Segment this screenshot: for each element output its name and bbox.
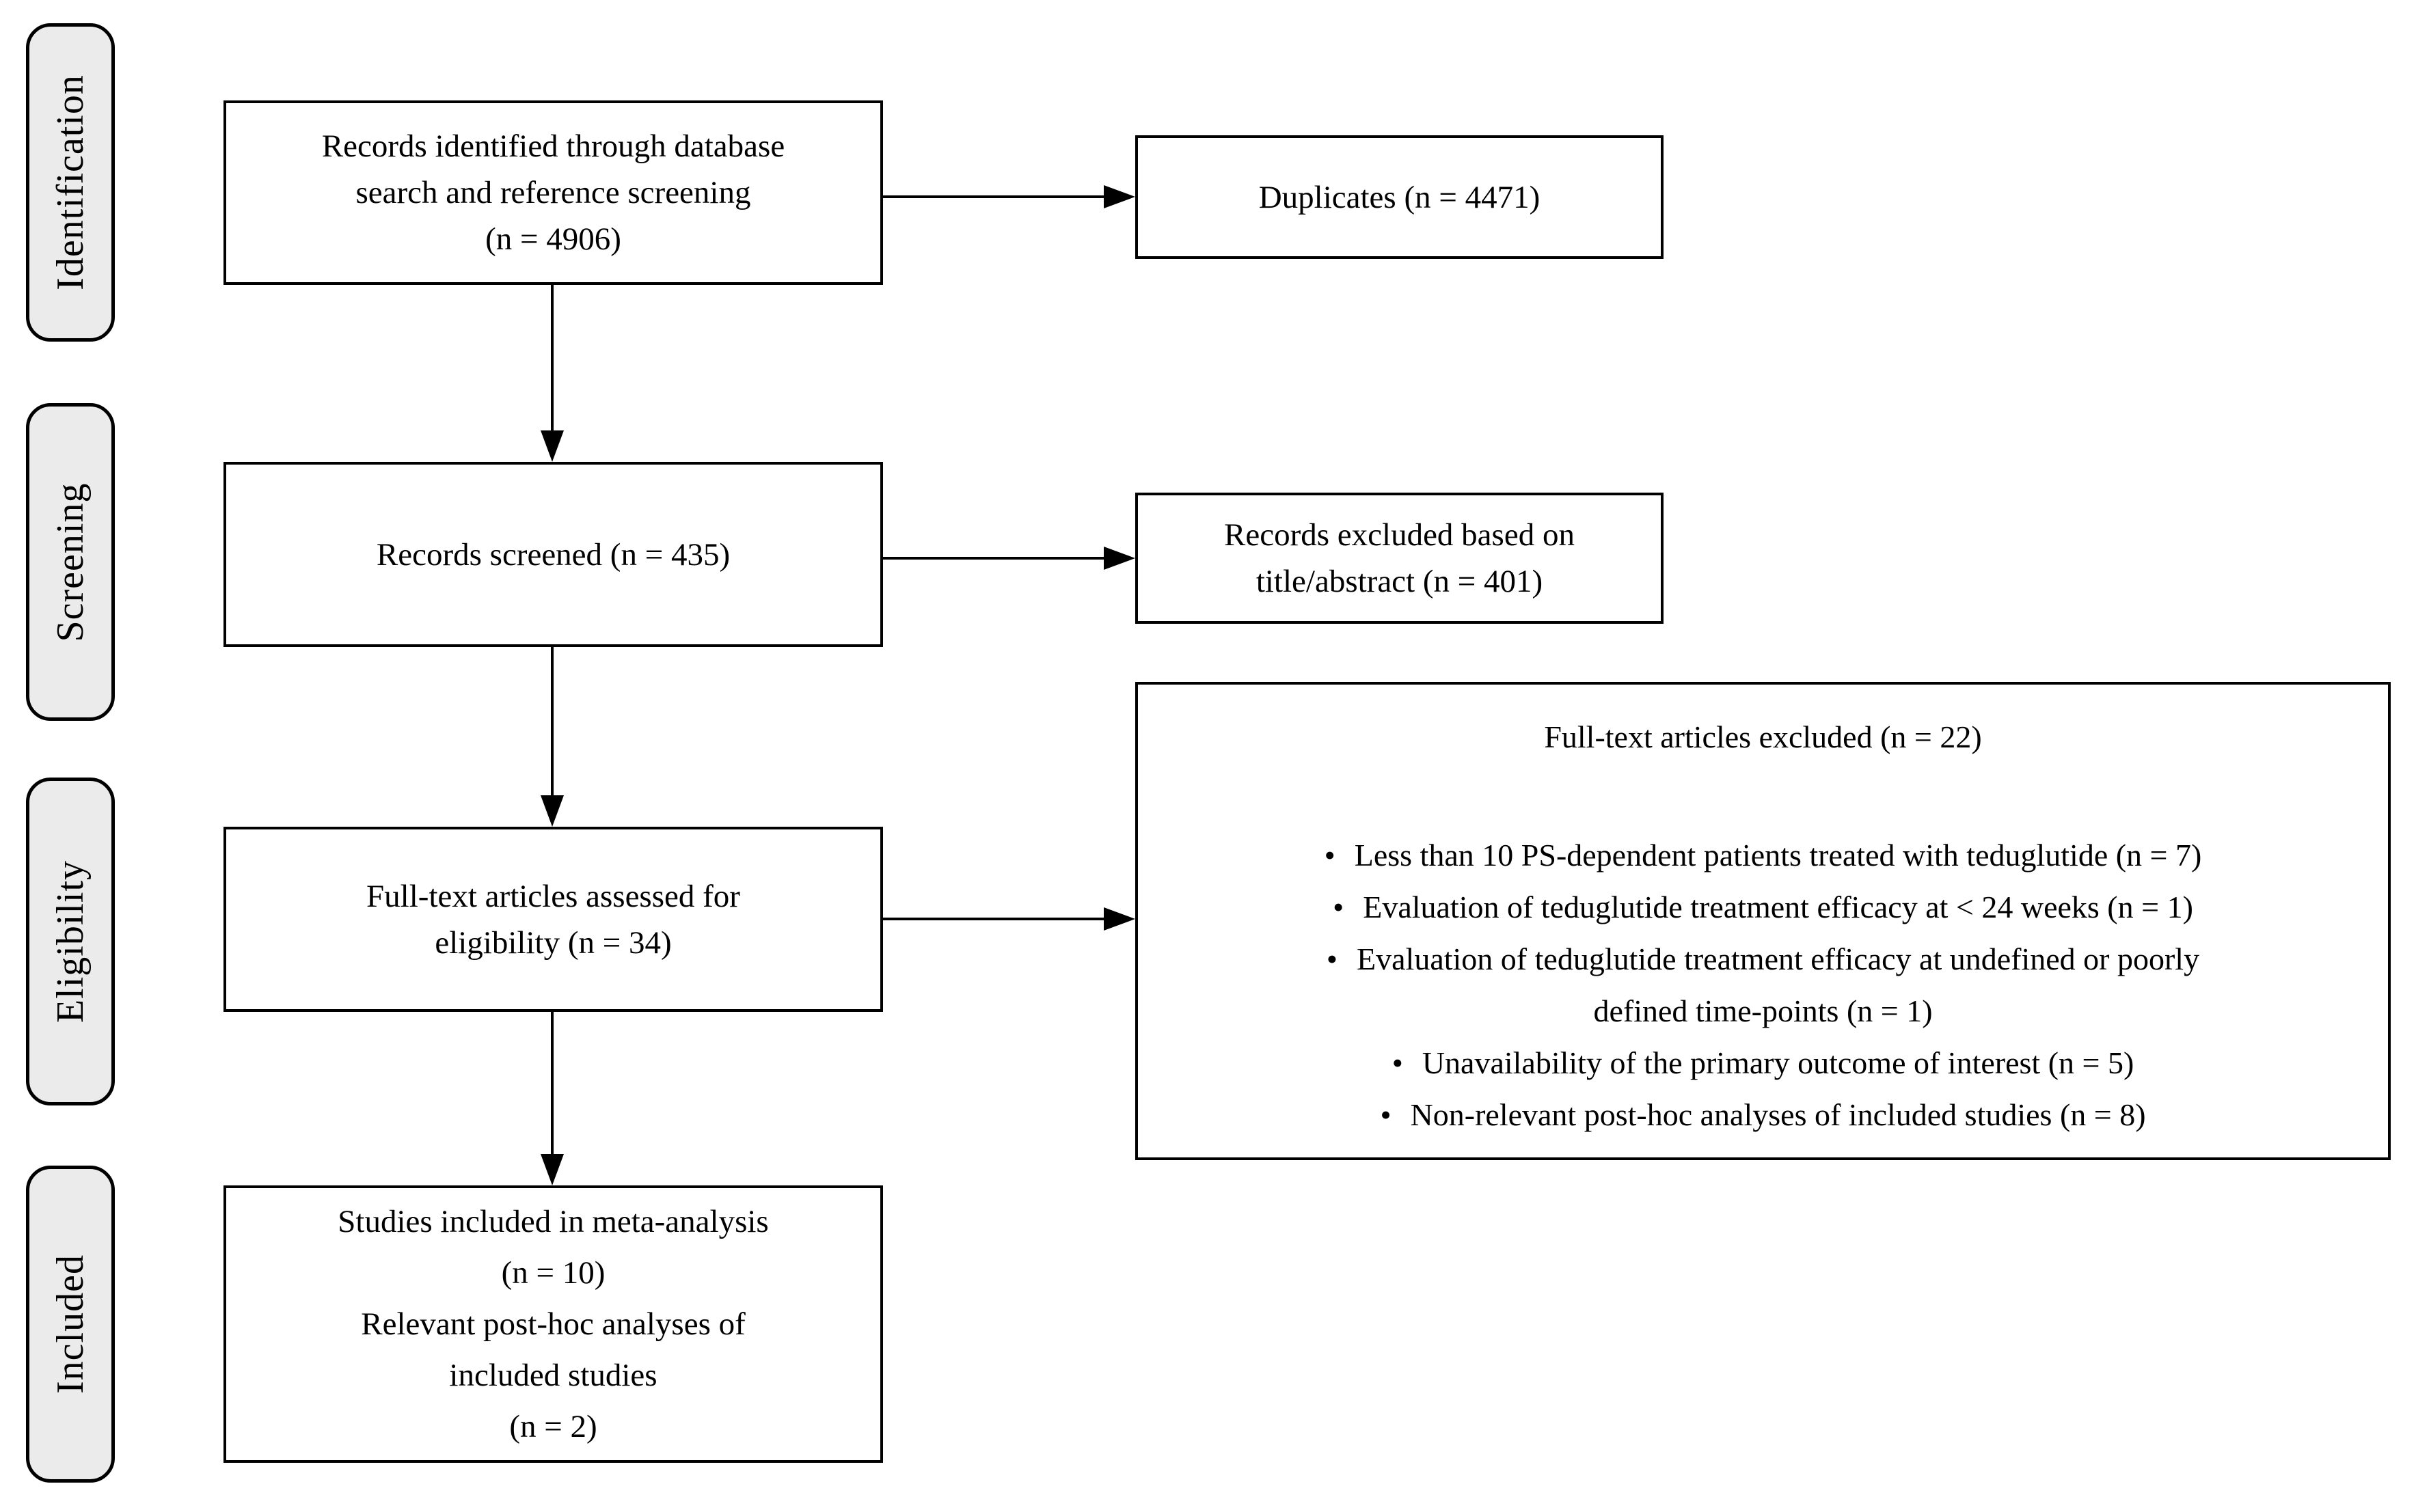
arrow-head [541, 795, 564, 827]
text-line: (n = 4906) [485, 221, 621, 257]
arrow-shaft [551, 647, 554, 795]
bullet-item: • Unavailability of the primary outcome o… [1392, 1037, 2134, 1089]
text-line: eligibility (n = 34) [435, 924, 672, 961]
stage-identification-label: Identification [49, 74, 92, 290]
box-records-excluded-title-abstract: Records excluded based on title/abstract… [1135, 493, 1664, 624]
box-records-identified: Records identified through database sear… [223, 100, 883, 285]
text-line: Relevant post-hoc analyses of [361, 1306, 746, 1342]
stage-identification: Identification [26, 23, 115, 342]
bullet-item-continuation: defined time-points (n = 1) [1593, 985, 1932, 1037]
bullet-item: • Evaluation of teduglutide treatment eff… [1333, 881, 2193, 933]
text-line: Records identified through database [321, 128, 785, 164]
box-studies-included: Studies included in meta-analysis (n = 1… [223, 1185, 883, 1463]
text-line: (n = 2) [509, 1408, 597, 1444]
stage-eligibility-label: Eligibility [49, 860, 92, 1023]
text-line: (n = 10) [501, 1254, 606, 1291]
bullet-item-text: Unavailability of the primary outcome of… [1422, 1045, 2134, 1080]
arrow-head [1104, 185, 1135, 208]
arrow-shaft [883, 557, 1104, 560]
box-fulltext-assessed: Full-text articles assessed for eligibil… [223, 827, 883, 1012]
bullet-item: • Evaluation of teduglutide treatment eff… [1327, 933, 2199, 985]
bullet-item-text: Non-relevant post-hoc analyses of includ… [1410, 1097, 2146, 1132]
text-line: Records screened (n = 435) [376, 536, 731, 573]
stage-screening: Screening [26, 403, 115, 721]
stage-eligibility: Eligibility [26, 778, 115, 1105]
bullet-glyph: • [1333, 890, 1344, 924]
arrow-shaft [551, 1012, 554, 1154]
arrow-head [541, 430, 564, 462]
text-line: Records excluded based on [1224, 517, 1575, 553]
text-line: Duplicates (n = 4471) [1258, 179, 1540, 215]
arrow-head [1104, 907, 1135, 931]
arrow-head [1104, 547, 1135, 570]
arrow-head [541, 1154, 564, 1185]
stage-included: Included [26, 1166, 115, 1483]
text-line: title/abstract (n = 401) [1255, 564, 1543, 599]
bullet-item: • Less than 10 PS-dependent patients trea… [1325, 829, 2202, 881]
bullet-item-text: Less than 10 PS-dependent patients treat… [1354, 838, 2202, 872]
bullet-glyph: • [1380, 1097, 1392, 1132]
arrow-shaft [883, 918, 1104, 920]
bullet-item-text: Evaluation of teduglutide treatment effi… [1357, 941, 2200, 976]
text-line: search and reference screening [355, 175, 751, 210]
box-duplicates: Duplicates (n = 4471) [1135, 135, 1664, 259]
text-line: included studies [449, 1357, 657, 1393]
bullet-item-text: Evaluation of teduglutide treatment effi… [1363, 890, 2193, 924]
fulltext-excluded-title: Full-text articles excluded (n = 22) [1544, 719, 1982, 754]
stage-included-label: Included [49, 1254, 92, 1394]
arrow-shaft [883, 195, 1104, 198]
bullet-glyph: • [1324, 838, 1335, 872]
bullet-item: • Non-relevant post-hoc analyses of inclu… [1380, 1089, 2145, 1141]
text-line: Studies included in meta-analysis [338, 1203, 769, 1239]
text-line: Full-text articles assessed for [366, 878, 740, 914]
arrow-shaft [551, 285, 554, 430]
box-records-screened: Records screened (n = 435) [223, 462, 883, 647]
bullet-glyph: • [1326, 941, 1338, 976]
bullet-item-text: defined time-points (n = 1) [1593, 993, 1933, 1028]
box-fulltext-excluded: Full-text articles excluded (n = 22) • Le… [1135, 682, 2391, 1160]
bullet-glyph: • [1392, 1045, 1403, 1080]
stage-screening-label: Screening [49, 482, 92, 642]
